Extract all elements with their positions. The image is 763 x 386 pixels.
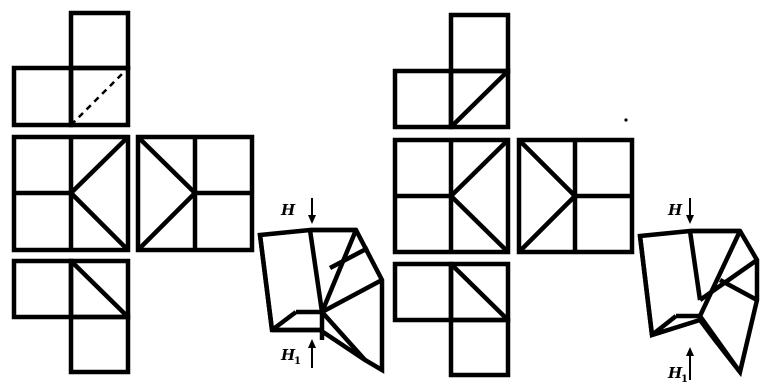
left-section-markers: H H 1 bbox=[280, 198, 316, 368]
right-arrowhead-down-icon bbox=[686, 215, 694, 224]
right-front-view bbox=[392, 137, 511, 255]
right-top-view bbox=[392, 12, 511, 130]
right-section-label-bottom-sub: 1 bbox=[681, 374, 688, 385]
left-drawing bbox=[11, 10, 385, 375]
left-section-label-top: H bbox=[280, 201, 296, 219]
left-side-view bbox=[135, 134, 255, 253]
right-section-markers: H H 1 bbox=[667, 198, 694, 385]
right-section-label-bottom: H bbox=[667, 364, 683, 382]
left-isometric-view bbox=[257, 227, 385, 374]
right-section-label-top: H bbox=[667, 201, 683, 219]
right-drawing bbox=[392, 12, 760, 378]
right-side-view bbox=[516, 137, 635, 255]
left-top-view bbox=[11, 10, 131, 128]
left-bottom-view bbox=[11, 258, 131, 375]
left-arrowhead-up-icon bbox=[308, 339, 316, 348]
right-bottom-view bbox=[392, 261, 511, 378]
left-arrowhead-down-icon bbox=[308, 215, 316, 224]
left-front-view bbox=[11, 134, 131, 253]
speck-mark bbox=[624, 118, 628, 122]
right-isometric-view bbox=[637, 228, 760, 378]
right-arrowhead-up-icon bbox=[686, 347, 694, 356]
left-section-label-bottom: H bbox=[280, 346, 296, 364]
left-section-label-bottom-sub: 1 bbox=[294, 356, 301, 367]
